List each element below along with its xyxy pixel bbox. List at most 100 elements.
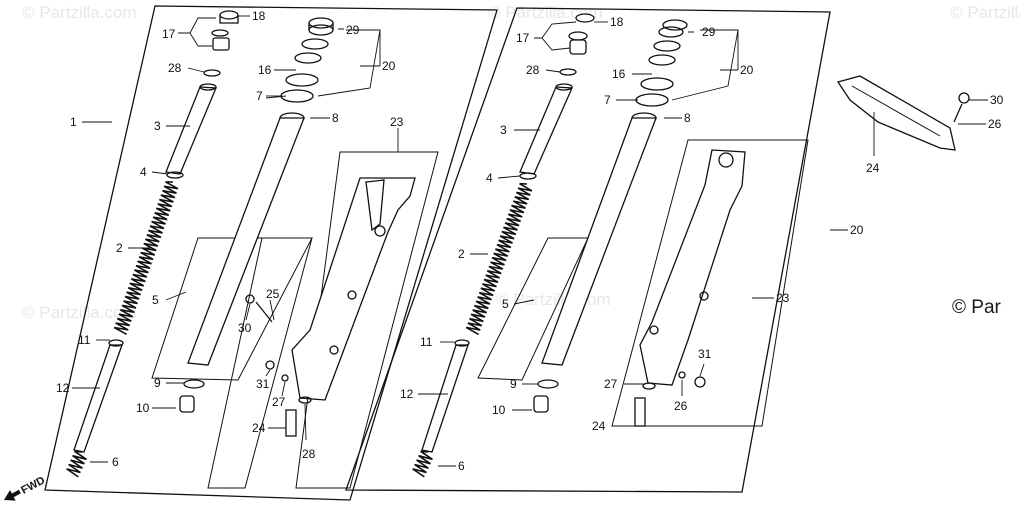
washer-small — [678, 371, 686, 379]
spacer-tube — [519, 86, 573, 175]
watermark-text: © Partzilla.com — [22, 303, 137, 322]
callout-labels: 18 17 28 1 3 4 2 5 11 12 6 9 10 29 20 16… — [56, 9, 1004, 473]
copyright-text: © Par — [952, 297, 1001, 318]
cap-bolt — [219, 10, 239, 20]
callout-label: 23 — [776, 291, 790, 305]
ring — [559, 68, 577, 76]
callout-label: 17 — [516, 31, 530, 45]
callout-label: 31 — [256, 377, 270, 391]
callout-label: 24 — [866, 161, 880, 175]
callout-label: 18 — [252, 9, 266, 23]
callout-label: 27 — [272, 395, 286, 409]
cap-bolt — [575, 13, 595, 23]
callout-label: 6 — [112, 455, 119, 469]
callout-label: 7 — [256, 89, 263, 103]
callout-label: 31 — [698, 347, 712, 361]
callout-label: 28 — [168, 61, 182, 75]
stop-ring — [653, 40, 681, 52]
ring — [203, 69, 221, 77]
callout-label: 10 — [492, 403, 506, 417]
plug — [212, 37, 230, 51]
callout-label: 20 — [850, 223, 864, 237]
rod-piston-ring — [108, 339, 124, 347]
fork-guard-assembly — [836, 75, 970, 151]
damper-rod — [73, 344, 123, 453]
socket-bolt — [634, 397, 646, 427]
cap-bolt-body — [219, 15, 239, 24]
sealing-washer — [298, 396, 312, 404]
leader-line — [245, 303, 251, 321]
callout-label: 18 — [610, 15, 624, 29]
leader-line — [178, 17, 216, 47]
callout-label: 29 — [346, 23, 360, 37]
leader-line — [269, 299, 275, 321]
callout-label: 28 — [526, 63, 540, 77]
spacer-tube — [165, 86, 217, 175]
callout-label: 30 — [990, 93, 1004, 107]
callout-label: 12 — [56, 381, 70, 395]
oil-lock-ring — [537, 379, 559, 389]
callout-label: 24 — [592, 419, 606, 433]
callout-label: 17 — [162, 27, 176, 41]
leader-line — [513, 299, 535, 305]
callout-label: 4 — [140, 165, 147, 179]
leader-line — [497, 175, 521, 179]
fwd-label: FWD — [19, 474, 47, 496]
mount-hole — [649, 325, 659, 335]
oil-lock-ring — [183, 379, 205, 389]
leader-line — [281, 381, 286, 397]
callout-label: 16 — [258, 63, 272, 77]
callout-label: 26 — [674, 399, 688, 413]
callout-label: 6 — [458, 459, 465, 473]
right-assembly-outline — [345, 7, 831, 493]
bolt-head — [694, 376, 706, 388]
fork-slider — [639, 149, 746, 386]
inner-tube — [541, 117, 657, 366]
leader-line — [187, 67, 205, 73]
mount-hole — [329, 345, 339, 355]
slider-box — [611, 139, 809, 427]
fork-slider — [291, 177, 416, 401]
callout-label: 16 — [612, 67, 626, 81]
fork-spring — [465, 182, 533, 336]
right-fork-assembly — [345, 7, 831, 493]
dust-seal-base — [658, 26, 684, 38]
caliper-mount — [365, 179, 385, 232]
callout-label: 9 — [510, 377, 517, 391]
callout-label: 26 — [988, 117, 1002, 131]
oil-seal — [294, 52, 322, 64]
plug — [569, 39, 587, 55]
small-parts-box — [207, 237, 313, 489]
socket-bolt — [285, 409, 297, 437]
drain-bolt-shank — [255, 301, 273, 323]
callout-label: 1 — [70, 115, 77, 129]
callout-label: 10 — [136, 401, 150, 415]
callout-label: 29 — [702, 25, 716, 39]
callout-label: 20 — [382, 59, 396, 73]
watermark-text: © Partzilla.com — [22, 3, 137, 22]
mount-hole — [699, 291, 709, 301]
left-fork-assembly — [44, 5, 498, 501]
callout-label: 11 — [420, 335, 433, 349]
callout-label: 28 — [302, 447, 316, 461]
fwd-arrow-icon — [4, 489, 21, 501]
callout-label: 9 — [154, 376, 161, 390]
callout-label: 5 — [502, 297, 509, 311]
callout-label: 20 — [740, 63, 754, 77]
callout-label: 25 — [266, 287, 280, 301]
callout-label: 2 — [116, 241, 123, 255]
leader-line — [545, 69, 561, 73]
leader-line — [534, 21, 577, 51]
oil-seal — [648, 54, 676, 66]
drain-bolt — [245, 294, 255, 304]
spacer-top — [199, 83, 217, 91]
callout-label: 2 — [458, 247, 465, 261]
guide-bushing — [635, 93, 669, 107]
left-assembly-outline — [44, 5, 498, 501]
o-ring — [211, 29, 229, 37]
washer-small — [281, 374, 289, 382]
spacer-top — [555, 83, 573, 91]
dust-seal-base — [308, 24, 334, 36]
